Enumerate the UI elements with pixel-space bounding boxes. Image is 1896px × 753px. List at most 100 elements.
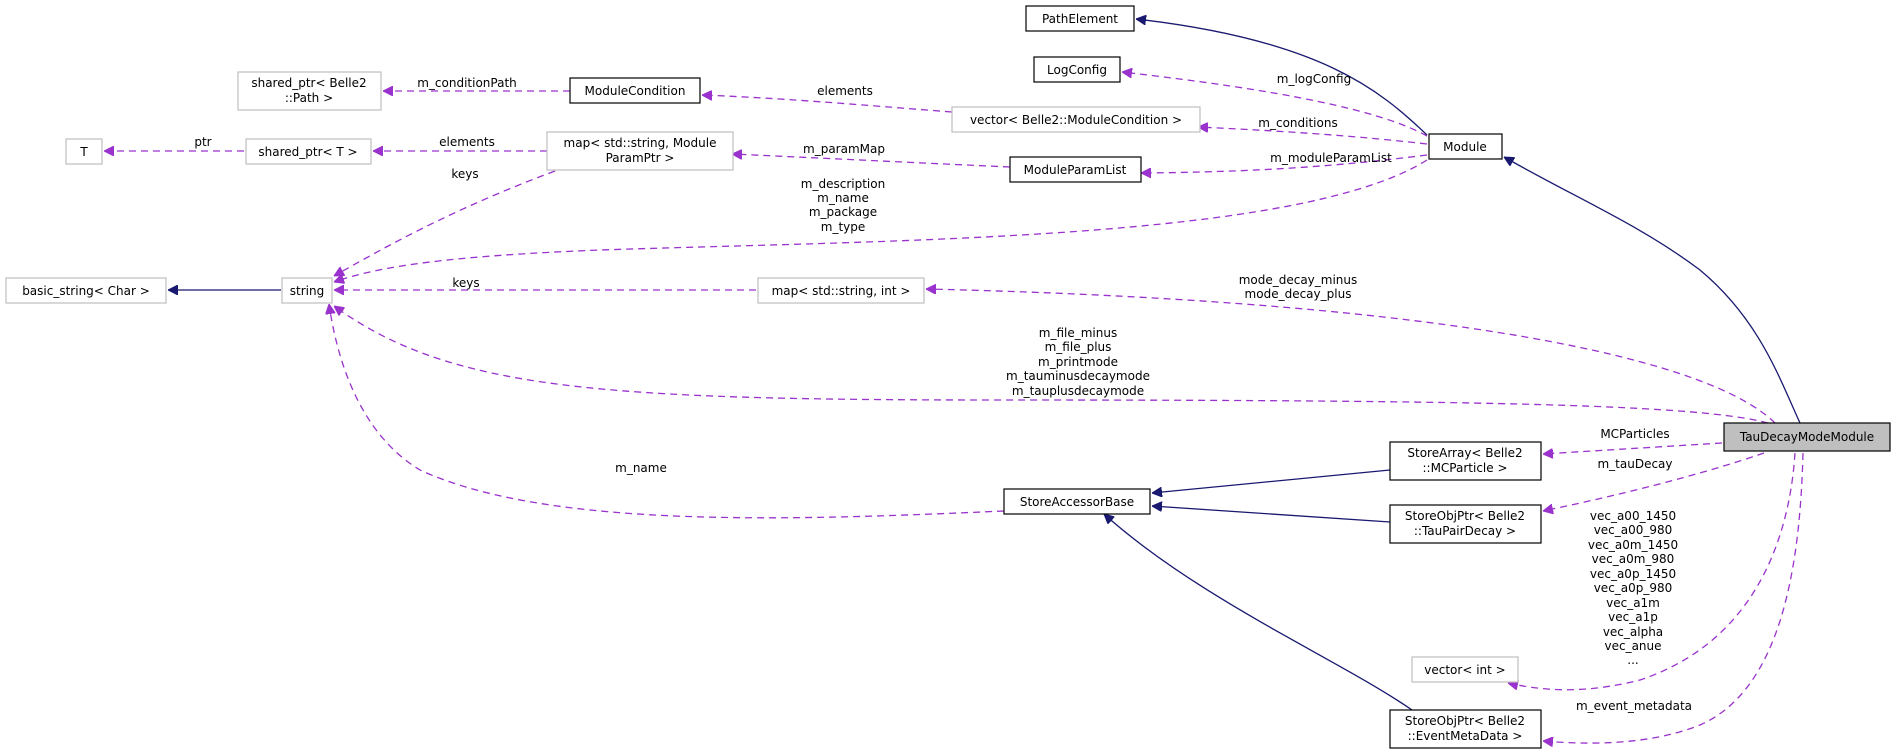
node-label: ModuleParamList xyxy=(1024,163,1127,177)
edge-label-vec-strings: vec_a00_1450 vec_a00_980 vec_a0m_1450 ve… xyxy=(1588,509,1678,667)
node-store-array[interactable]: StoreArray< Belle2 ::MCParticle > xyxy=(1389,441,1542,481)
node-label: vector< Belle2::ModuleCondition > xyxy=(970,113,1182,127)
edge-label-line: m_printmode xyxy=(1038,355,1118,369)
edge-module-string xyxy=(334,159,1428,282)
edge-label-keys-map: keys xyxy=(451,167,478,181)
node-label-line2: ::MCParticle > xyxy=(1422,461,1507,475)
edge-tau-storeobjtau xyxy=(1543,452,1765,511)
edge-label-param-map: m_paramMap xyxy=(803,142,885,156)
edge-storeobjevent-accessor xyxy=(1104,514,1413,711)
node-string[interactable]: string xyxy=(281,277,333,304)
edge-label-line: ... xyxy=(1627,653,1638,667)
edge-label-line: vec_a00_980 xyxy=(1594,523,1673,537)
edge-label-tau-decay: m_tauDecay xyxy=(1597,457,1672,471)
edge-label-line: vec_a1p xyxy=(1608,610,1658,624)
node-shared-ptr-path[interactable]: shared_ptr< Belle2 ::Path > xyxy=(237,71,382,111)
edge-tau-mapint xyxy=(926,289,1776,424)
node-label-line2: ParamPtr > xyxy=(606,151,675,165)
node-shared-ptr-t[interactable]: shared_ptr< T > xyxy=(245,138,372,165)
edge-label-condition-path: m_conditionPath xyxy=(417,76,517,90)
edge-vector-modulecondition xyxy=(702,95,953,113)
edge-label-conditions: m_conditions xyxy=(1258,116,1337,130)
node-t[interactable]: T xyxy=(65,138,103,165)
node-label: LogConfig xyxy=(1047,63,1107,77)
edge-label-ptr: ptr xyxy=(194,135,211,149)
node-vector-module-condition[interactable]: vector< Belle2::ModuleCondition > xyxy=(951,106,1201,133)
edge-label-event-metadata: m_event_metadata xyxy=(1576,699,1692,713)
node-store-obj-event[interactable]: StoreObjPtr< Belle2 ::EventMetaData > xyxy=(1389,709,1542,749)
node-label-line1: StoreObjPtr< Belle2 xyxy=(1405,714,1525,728)
edge-label-line: vec_alpha xyxy=(1603,625,1663,639)
edge-label-line: m_description xyxy=(801,177,885,191)
edge-storearray-accessor xyxy=(1152,469,1391,493)
edge-label-line: vec_a1m xyxy=(1606,596,1660,610)
edge-label-line: mode_decay_minus xyxy=(1239,273,1358,287)
node-label: vector< int > xyxy=(1424,663,1505,677)
edge-paramlist-map xyxy=(732,154,1011,168)
edge-tau-string-files xyxy=(334,306,1769,424)
edge-module-logconfig xyxy=(1122,72,1428,137)
node-log-config[interactable]: LogConfig xyxy=(1033,56,1121,83)
node-path-element[interactable]: PathElement xyxy=(1025,5,1135,32)
edge-label-line: vec_a0m_980 xyxy=(1592,552,1675,566)
edge-tau-vectorint xyxy=(1508,452,1796,691)
node-vector-int[interactable]: vector< int > xyxy=(1411,656,1519,683)
node-label-line2: ::TauPairDecay > xyxy=(1414,524,1516,538)
edge-label-line: mode_decay_plus xyxy=(1245,287,1352,301)
edge-label-mc-particles: MCParticles xyxy=(1600,427,1669,441)
edge-accessor-string xyxy=(329,304,1005,519)
node-store-obj-tau[interactable]: StoreObjPtr< Belle2 ::TauPairDecay > xyxy=(1389,504,1542,544)
node-map-param[interactable]: map< std::string, Module ParamPtr > xyxy=(546,131,734,171)
edge-label-file-strings: m_file_minus m_file_plus m_printmode m_t… xyxy=(1006,326,1150,398)
edge-label-line: m_tauplusdecaymode xyxy=(1012,384,1144,398)
node-label: map< std::string, int > xyxy=(772,284,911,298)
edge-module-pathelement xyxy=(1136,19,1428,136)
node-label: StoreAccessorBase xyxy=(1020,495,1134,509)
edge-label-line: m_file_minus xyxy=(1039,326,1117,340)
edge-label-line: vec_a0p_1450 xyxy=(1590,567,1676,581)
node-store-accessor-base[interactable]: StoreAccessorBase xyxy=(1003,488,1151,515)
node-module[interactable]: Module xyxy=(1428,133,1503,160)
edge-tau-eventmeta xyxy=(1543,452,1804,743)
edge-module-paramlist xyxy=(1141,154,1428,173)
node-label-line1: StoreObjPtr< Belle2 xyxy=(1405,509,1525,523)
edge-label-line: vec_a00_1450 xyxy=(1590,509,1676,523)
edge-module-vector xyxy=(1198,127,1428,145)
node-label: T xyxy=(79,145,88,159)
node-label-line2: ::EventMetaData > xyxy=(1408,729,1523,743)
node-label-line2: ::Path > xyxy=(285,91,333,105)
node-label: ModuleCondition xyxy=(585,84,686,98)
edge-label-line: m_tauminusdecaymode xyxy=(1006,369,1150,383)
edge-label-module-strings: m_description m_name m_package m_type xyxy=(801,177,885,234)
edge-label-line: vec_a0p_980 xyxy=(1594,581,1673,595)
edge-label-line: m_package xyxy=(809,205,877,219)
edge-label-log-config: m_logConfig xyxy=(1277,72,1351,86)
edge-label-line: vec_anue xyxy=(1604,639,1661,653)
edge-label-line: m_file_plus xyxy=(1045,340,1112,354)
node-tau-decay-mode-module[interactable]: TauDecayModeModule xyxy=(1723,422,1891,452)
node-label: TauDecayModeModule xyxy=(1739,430,1874,444)
edge-storeobjtau-accessor xyxy=(1152,506,1391,523)
node-label: string xyxy=(290,284,324,298)
edge-label-elements-map: elements xyxy=(439,135,495,149)
node-label-line1: shared_ptr< Belle2 xyxy=(251,76,366,90)
edge-label-m-name: m_name xyxy=(615,461,667,475)
node-label: basic_string< Char > xyxy=(22,284,150,298)
node-label: PathElement xyxy=(1042,12,1118,26)
node-label-line1: map< std::string, Module xyxy=(564,136,717,150)
node-module-condition[interactable]: ModuleCondition xyxy=(569,77,701,104)
edge-label-line: m_type xyxy=(821,220,866,234)
node-map-string-int[interactable]: map< std::string, int > xyxy=(757,277,925,304)
node-module-param-list[interactable]: ModuleParamList xyxy=(1009,156,1142,183)
edge-label-line: vec_a0m_1450 xyxy=(1588,538,1678,552)
node-basic-string[interactable]: basic_string< Char > xyxy=(5,277,167,304)
node-label: shared_ptr< T > xyxy=(258,145,357,159)
edge-label-keys-int: keys xyxy=(452,276,479,290)
edge-tau-storearray xyxy=(1543,442,1723,454)
edge-label-mode-decay: mode_decay_minus mode_decay_plus xyxy=(1239,273,1358,301)
node-label: Module xyxy=(1443,140,1487,154)
edge-map-string xyxy=(334,170,556,277)
edge-tau-module xyxy=(1504,156,1801,424)
